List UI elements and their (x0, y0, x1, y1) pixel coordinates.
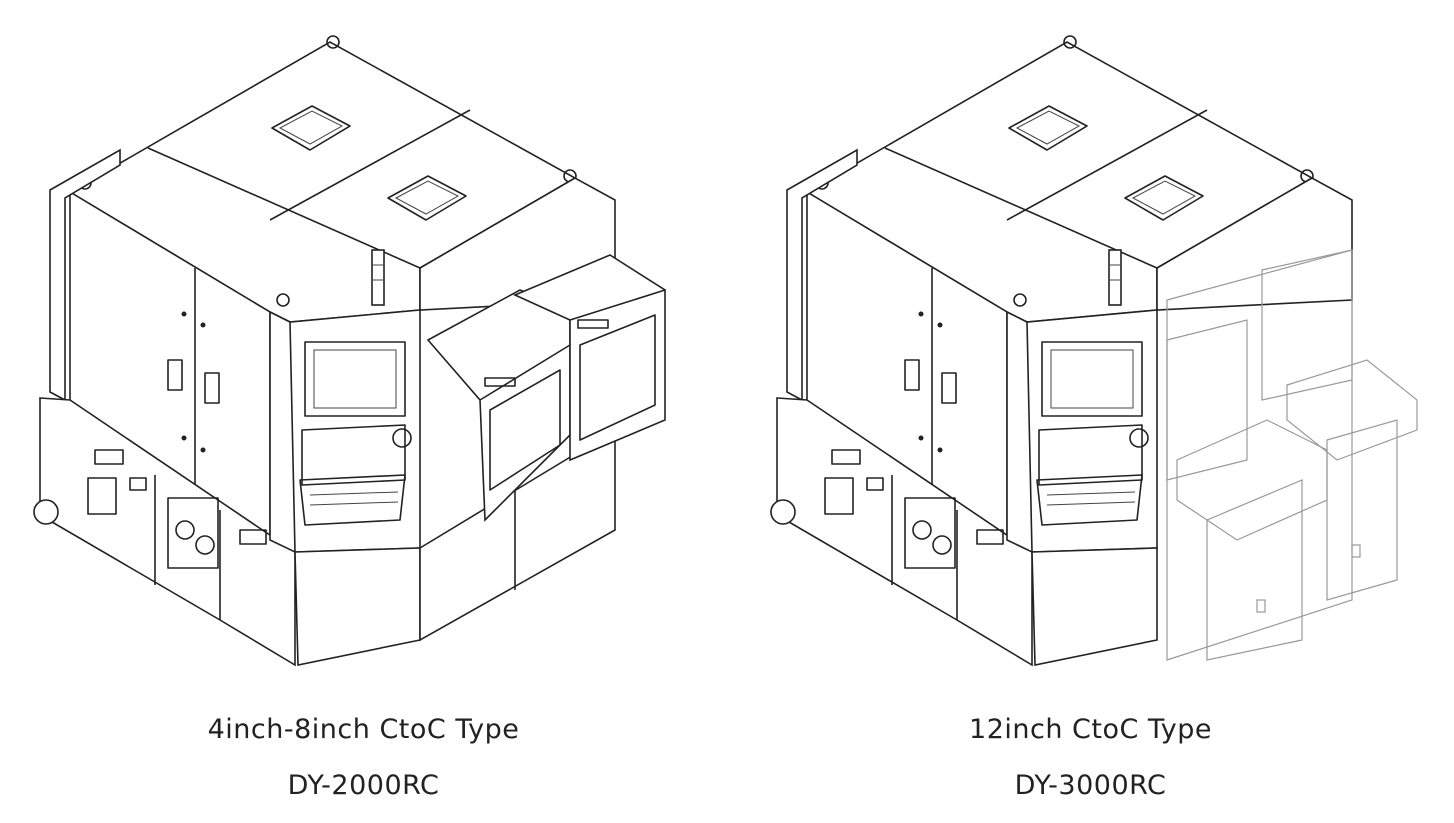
product-type: 4inch-8inch CtoC Type (207, 714, 520, 745)
product-dy-3000rc: 12inch CtoC Type DY-3000RC (727, 0, 1454, 823)
product-model: DY-2000RC (287, 770, 440, 801)
dy-3000rc-drawing (770, 35, 1418, 666)
product-type: 12inch CtoC Type (969, 714, 1212, 745)
product-dy-2000rc: 4inch-8inch CtoC Type DY-2000RC (33, 35, 666, 801)
dy-2000rc-drawing (33, 35, 666, 666)
product-model: DY-3000RC (1014, 770, 1167, 801)
